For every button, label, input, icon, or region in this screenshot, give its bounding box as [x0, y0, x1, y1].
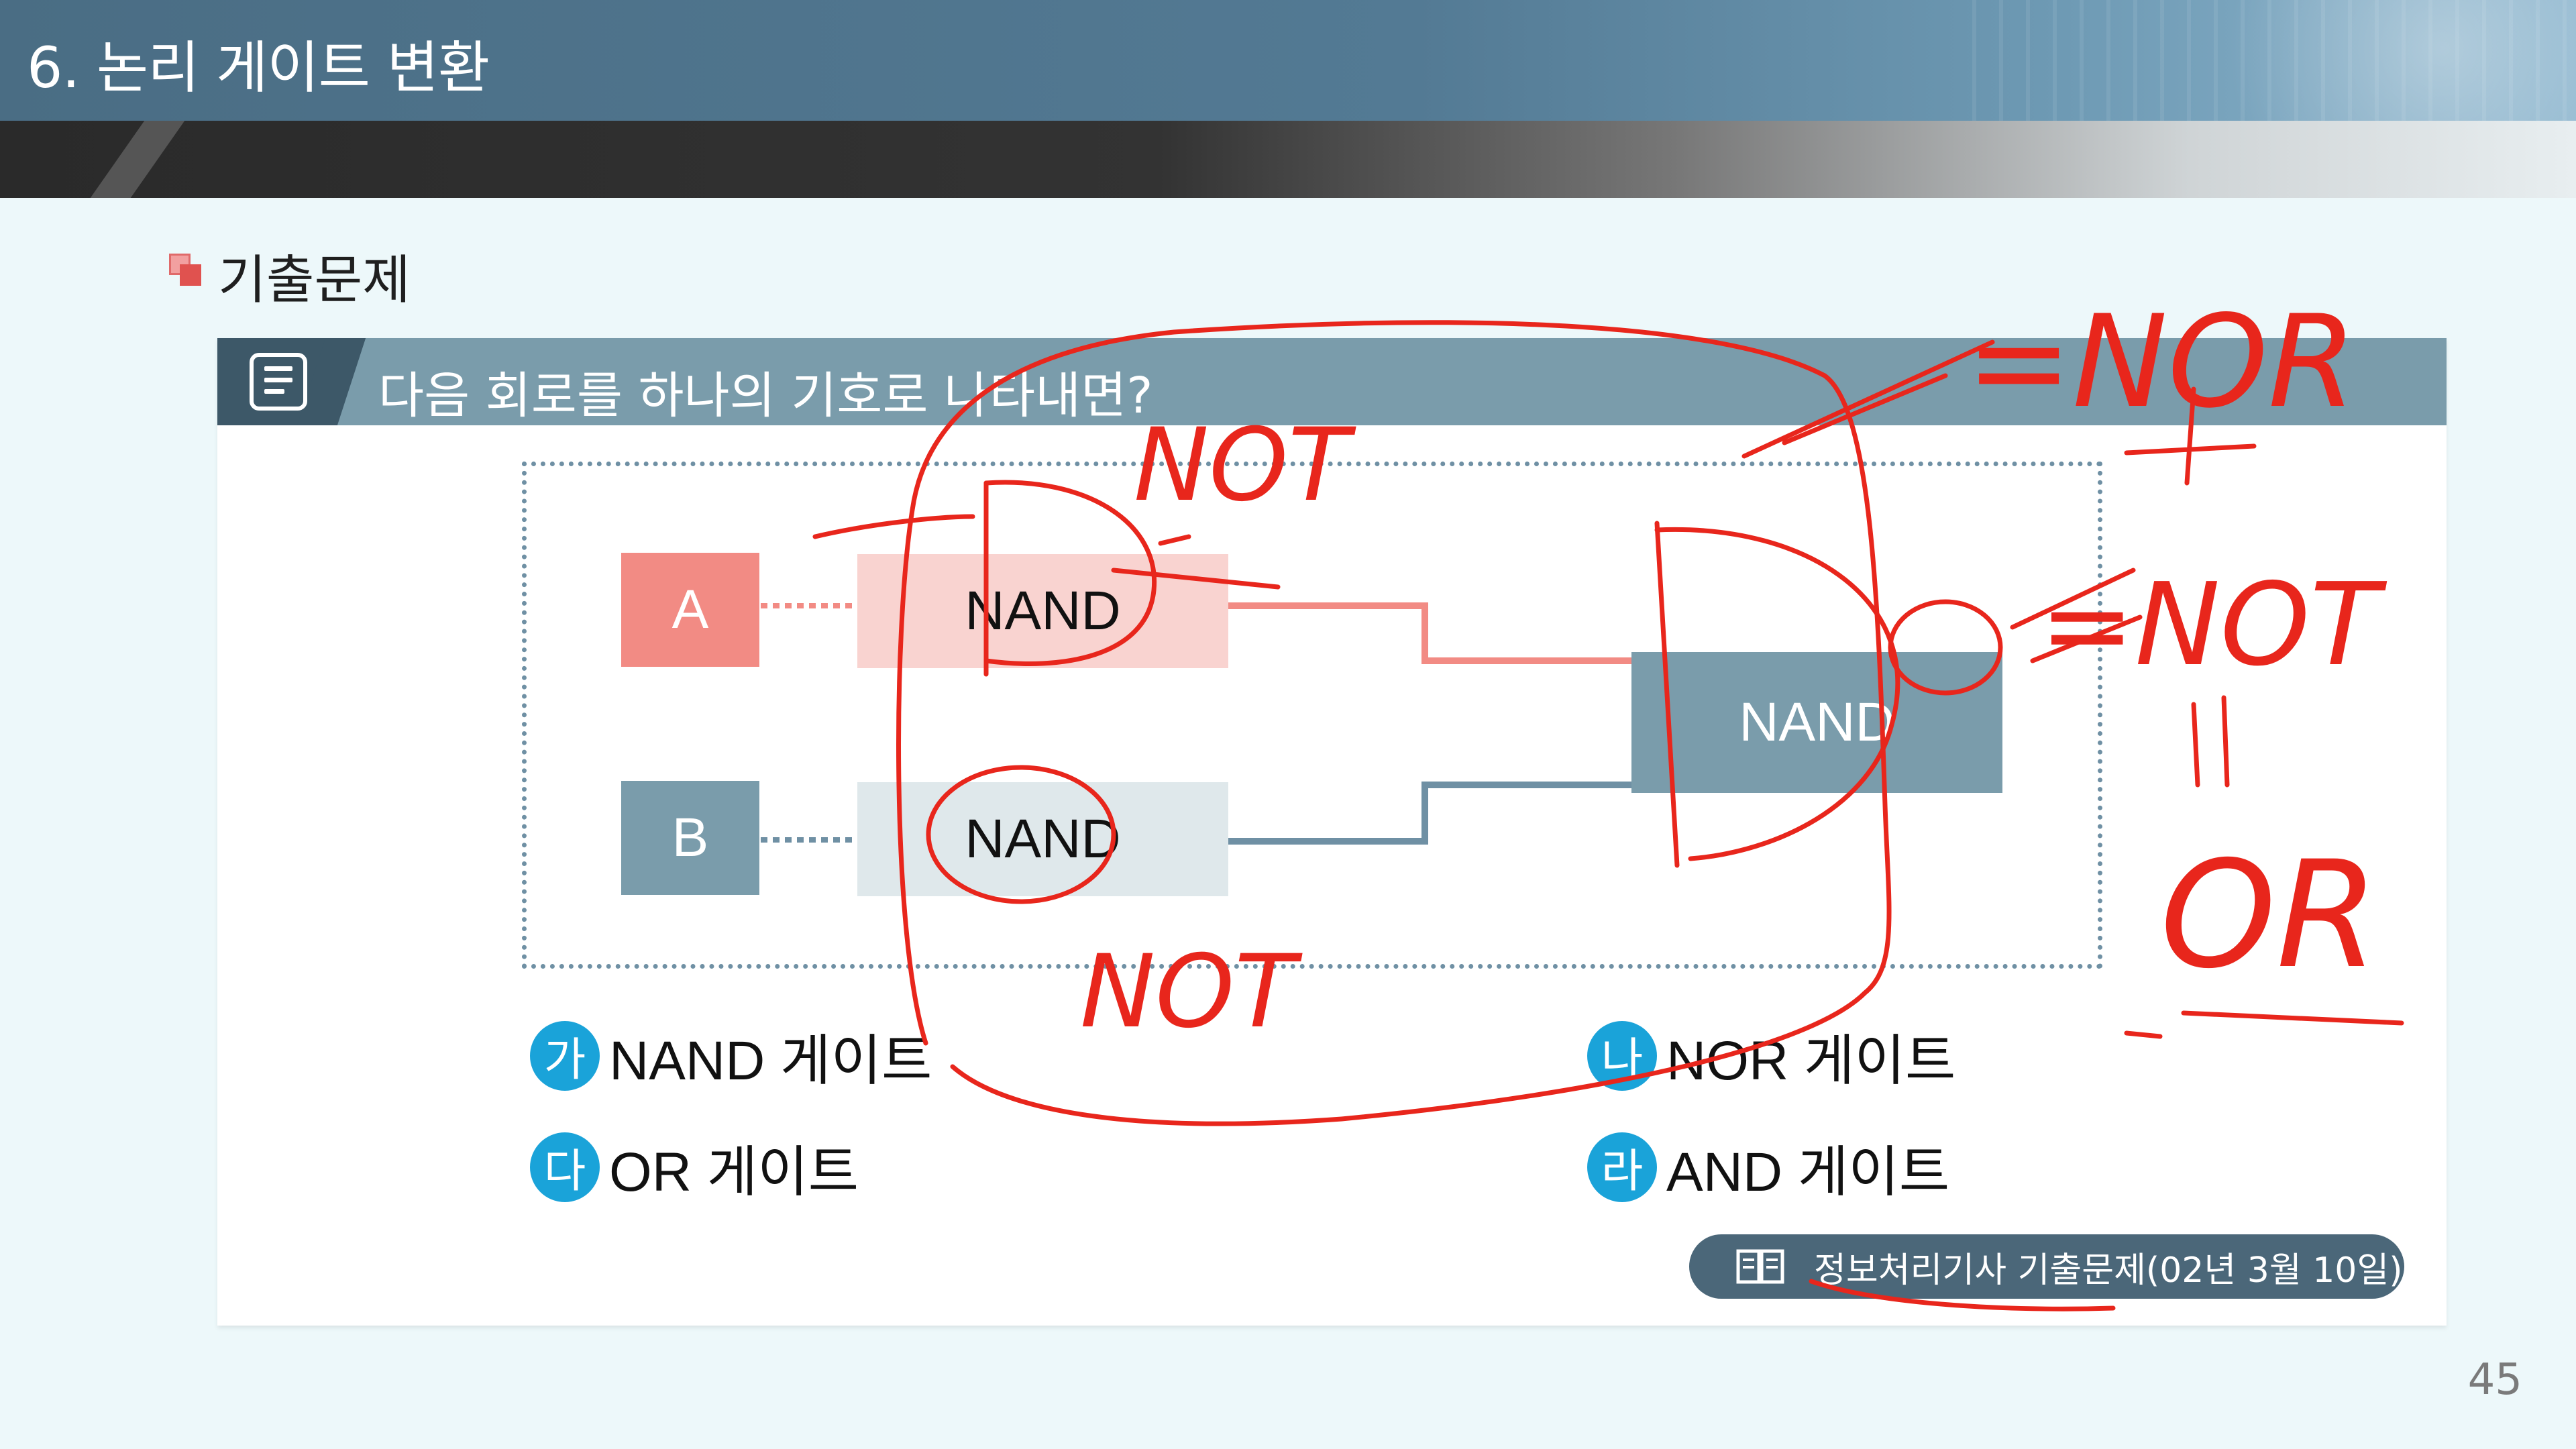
input-b: B [621, 781, 759, 895]
option-marker: 가 [530, 1020, 600, 1091]
nand-gate-top: NAND [857, 554, 1228, 668]
source-badge: 정보처리기사 기출문제(02년 3월 10일) [1689, 1234, 2404, 1299]
option-marker: 나 [1587, 1020, 1657, 1091]
option-na[interactable]: 나 NOR 게이트 [1587, 1016, 1955, 1095]
option-text: AND 게이트 [1666, 1142, 1950, 1203]
input-a: A [621, 553, 759, 667]
page-number: 45 [2467, 1355, 2522, 1405]
header-bar: 6. 논리 게이트 변환 [0, 0, 2576, 121]
book-icon [1736, 1249, 1784, 1284]
header-decoration [1972, 0, 2576, 121]
option-ra[interactable]: 라 AND 게이트 [1587, 1127, 1949, 1207]
source-text: 정보처리기사 기출문제(02년 3월 10일) [1814, 1250, 2403, 1291]
nand-gate-bottom: NAND [857, 782, 1228, 896]
option-text: OR 게이트 [609, 1142, 859, 1203]
section-title: 기출문제 [218, 250, 411, 311]
header-divider-bar [0, 121, 2576, 198]
option-marker: 라 [1587, 1132, 1657, 1202]
option-text: NAND 게이트 [609, 1030, 932, 1091]
document-icon [250, 353, 307, 411]
page-title: 6. 논리 게이트 변환 [27, 35, 490, 101]
option-text: NOR 게이트 [1666, 1030, 1956, 1091]
option-marker: 다 [530, 1132, 600, 1202]
option-da[interactable]: 다 OR 게이트 [530, 1127, 859, 1207]
section-bullet-icon [169, 254, 201, 286]
nand-gate-final: NAND [1631, 652, 2002, 793]
option-ga[interactable]: 가 NAND 게이트 [530, 1016, 932, 1095]
